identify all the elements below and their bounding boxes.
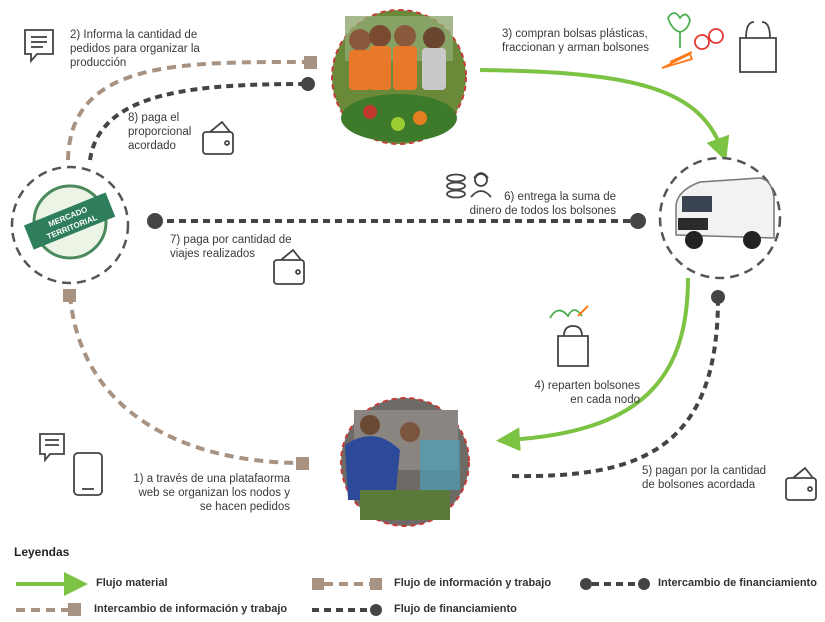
legend-finance-flow-label: Flujo de financiamiento <box>394 603 517 615</box>
step-1-label: 1) a través de una platafaorma web se or… <box>133 473 290 513</box>
wallet-icon-step7 <box>273 248 305 285</box>
legend-finance-exchange-symbol <box>580 578 650 590</box>
flow-finance-nodes-to-transport <box>511 297 720 479</box>
person-4 <box>423 27 445 49</box>
legend-title: Leyendas <box>14 545 70 559</box>
legend-info-exchange-label: Intercambio de información y trabajo <box>94 603 288 615</box>
plastic-bag-icon <box>739 21 777 73</box>
info-square-nodes <box>296 457 309 470</box>
person-2 <box>369 25 391 47</box>
finance-dot-mercado <box>147 213 163 229</box>
phone-icon <box>73 452 103 496</box>
wallet-icon-step5 <box>785 466 817 501</box>
finance-dot-producers <box>301 77 315 91</box>
step-7-label: 7) paga por cantidad de viajes realizado… <box>170 234 292 260</box>
vegetables-icon <box>661 12 724 69</box>
step-2-label: 2) Informa la cantidad de pedidos para o… <box>70 29 200 69</box>
wallet-icon-step8 <box>202 120 234 155</box>
document-icon-step1 <box>39 433 65 463</box>
legend-finance-exchange-label: Intercambio de financiamiento <box>658 577 817 589</box>
flow-material-transport-to-nodes <box>496 277 690 452</box>
person-1 <box>349 29 371 51</box>
mercado-territorial-node: MERCADO TERRITORIAL <box>10 165 130 285</box>
flow-finance-mercado-to-producers <box>88 82 307 161</box>
coins-worker-icon <box>446 172 492 199</box>
person-6 <box>400 422 420 442</box>
document-chat-icon <box>24 29 54 64</box>
legend-material-label: Flujo material <box>96 577 168 589</box>
info-square-producers <box>304 56 317 69</box>
step-4-label: 4) reparten bolsones en cada nodo <box>534 380 640 406</box>
legend-info-exchange-symbol <box>16 603 81 616</box>
flow-info-mercado-to-producers <box>66 59 311 161</box>
legend-info-flow-label: Flujo de información y trabajo <box>394 577 552 589</box>
finance-dot-transport-low <box>711 290 725 304</box>
info-square-mercado <box>63 289 76 302</box>
producers-photo-node <box>331 9 467 145</box>
flow-info-mercado-to-nodes <box>68 294 301 465</box>
person-5 <box>360 415 380 435</box>
legend-info-flow-symbol <box>312 578 382 590</box>
step-5-label: 5) pagan por la cantidad de bolsones aco… <box>642 465 767 491</box>
step-8-label: 8) paga el proporcional acordado <box>128 112 192 152</box>
nodes-photo-node <box>340 397 470 527</box>
flow-material-producers-to-transport <box>479 68 730 162</box>
step-6-label: 6) entrega la suma de dinero de todos lo… <box>469 191 616 217</box>
step-3-label: 3) compran bolsas plásticas, fraccionan … <box>502 28 650 54</box>
finance-dot-transport <box>630 213 646 229</box>
person-3 <box>394 25 416 47</box>
legend-finance-flow-symbol <box>312 604 382 616</box>
vegetable-bag-icon <box>549 305 589 367</box>
transport-van-node <box>658 156 782 280</box>
